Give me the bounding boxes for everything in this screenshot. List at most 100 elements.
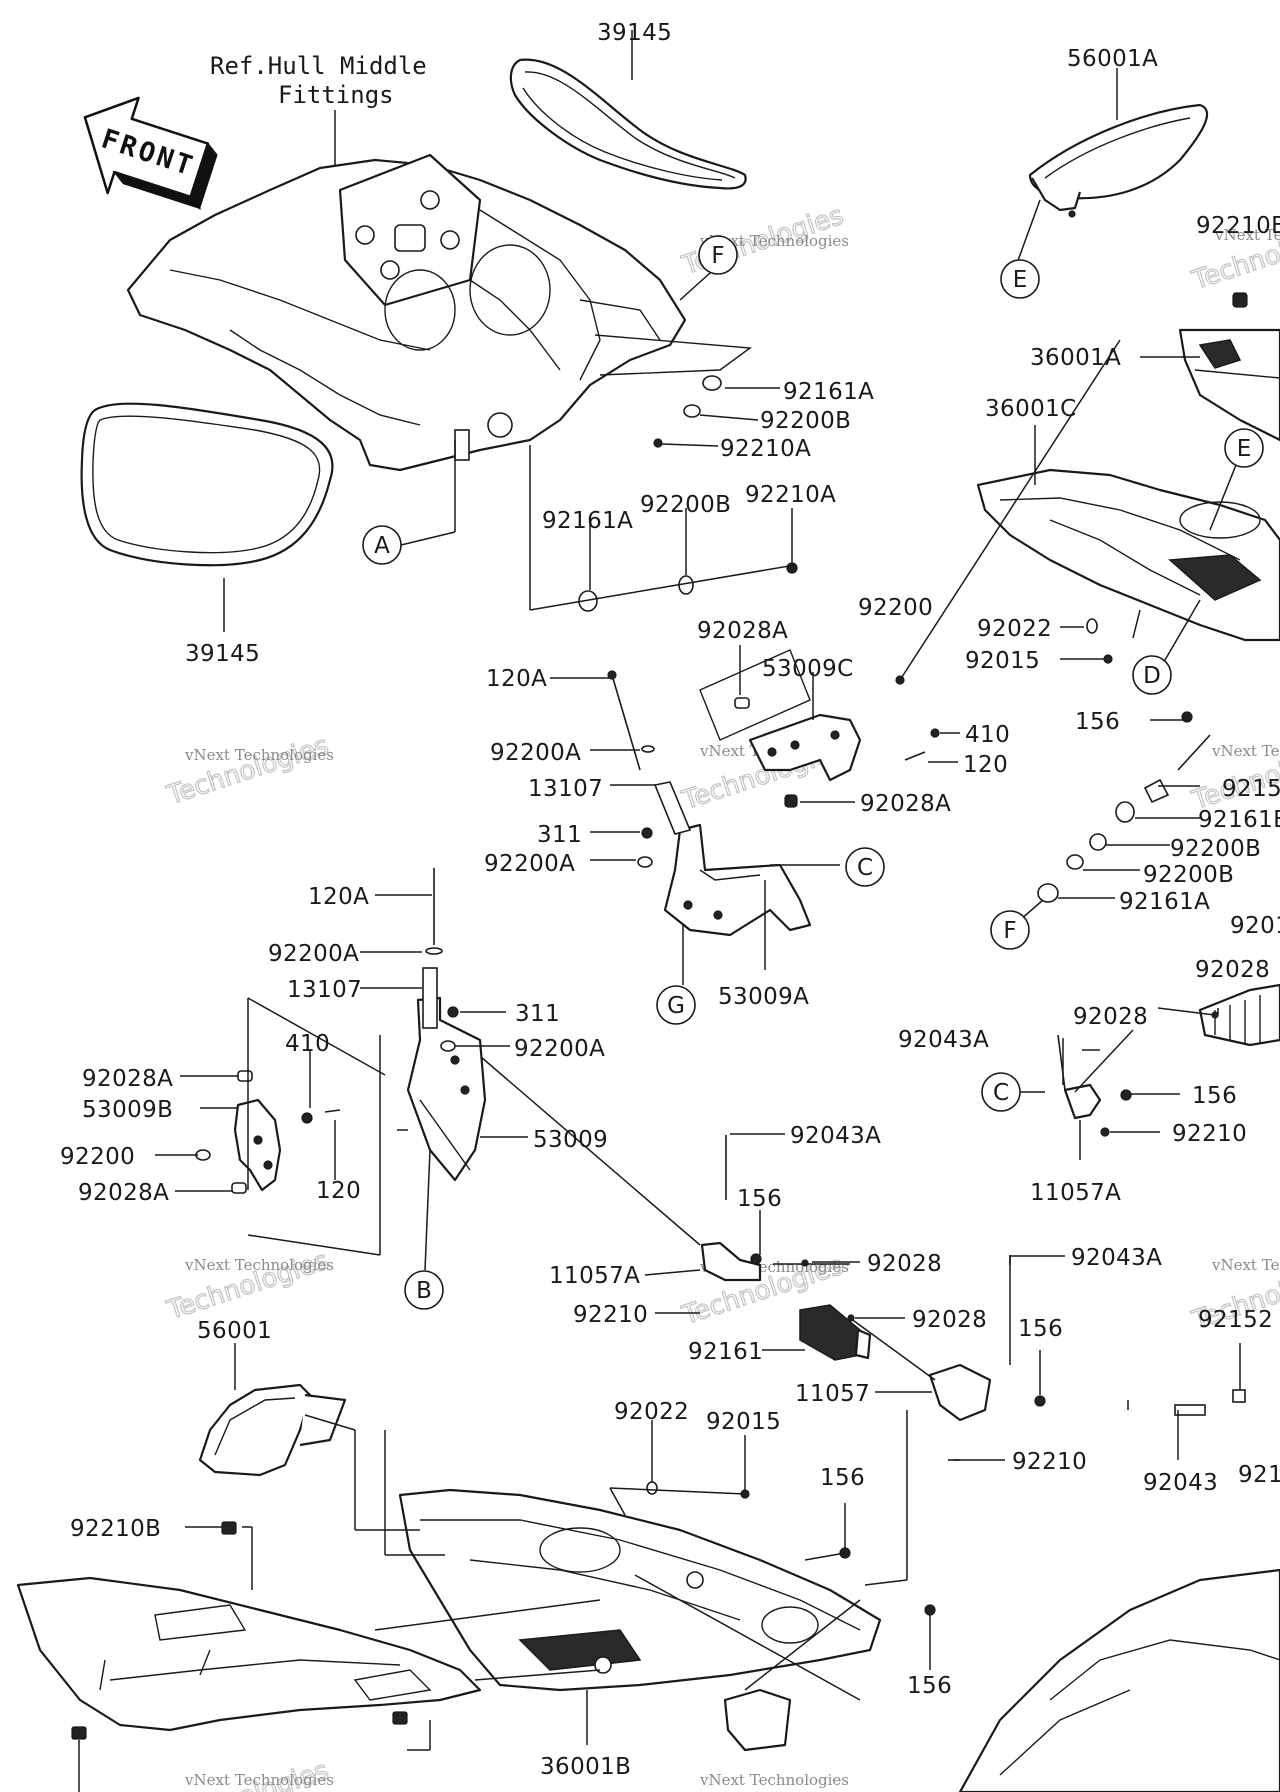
bolt-hole (440, 230, 460, 250)
part-label: 92200A (490, 740, 581, 766)
center-port (394, 224, 426, 252)
part-label: 36001A (1030, 345, 1121, 371)
clip-icon (71, 1726, 87, 1740)
part-label: 92028 (1073, 1004, 1148, 1030)
part-label: 92043A (1071, 1245, 1162, 1271)
circle-marker-E-top: E (1000, 259, 1040, 299)
grommet-icon (237, 1070, 253, 1082)
part-label: 9201 (1230, 913, 1280, 939)
part-label: 36001C (985, 396, 1077, 422)
part-label: 92028A (82, 1066, 173, 1092)
bolt-icon (750, 1253, 762, 1265)
part-label: 92200A (268, 941, 359, 967)
bolt-icon (1057, 1034, 1066, 1091)
bolt-icon (1034, 1395, 1046, 1407)
cover-56001A (1028, 103, 1209, 218)
part-label: 156 (1018, 1316, 1063, 1342)
part-label: 156 (1192, 1083, 1237, 1109)
part-label: 92210 (1172, 1121, 1247, 1147)
bolt-icon (1120, 1089, 1132, 1101)
hull-middle-cover (126, 153, 752, 472)
washer-icon (1037, 883, 1059, 903)
part-label: 311 (537, 822, 582, 848)
clip-icon (392, 1711, 408, 1725)
svg-text:E: E (1013, 267, 1028, 293)
part-label: 92028A (78, 1180, 169, 1206)
cover-36001B (398, 1488, 882, 1692)
hardware (71, 292, 1248, 1740)
part-label: 92028A (860, 791, 951, 817)
part-label: 92028 (1195, 957, 1270, 983)
leader-lines (78, 30, 1241, 1792)
sleeve-icon (653, 781, 692, 835)
part-label: 92022 (614, 1399, 689, 1425)
watermark-text: vNext Technologies (699, 1771, 849, 1789)
part-label: 92161B (1198, 807, 1280, 833)
reference-line2: Fittings (278, 81, 394, 109)
circle-marker-A: A (362, 440, 456, 565)
part-label: 56001 (197, 1318, 272, 1344)
part-label: 92161A (783, 379, 874, 405)
part-label: 39145 (185, 641, 260, 667)
washer-icon (683, 404, 701, 418)
part-label: 53009B (82, 1097, 173, 1123)
part-label: 120 (316, 1178, 361, 1204)
mount-pin (454, 429, 470, 461)
part-label: 92028 (867, 1251, 942, 1277)
bracket-53009A (663, 823, 812, 937)
clip-icon (1232, 292, 1248, 308)
svg-text:Technologies: Technologies (163, 731, 332, 811)
part-label: 92152 (1198, 1307, 1273, 1333)
part-label: 13107 (287, 977, 362, 1003)
part-label: 156 (737, 1186, 782, 1212)
part-label: 92161A (1119, 889, 1210, 915)
svg-text:F: F (1003, 918, 1016, 944)
part-label: 92200A (484, 851, 575, 877)
part-label: 11057 (795, 1381, 870, 1407)
bracket-53009B (233, 1098, 282, 1192)
part-label: 92200 (60, 1144, 135, 1170)
svg-text:E: E (1237, 436, 1252, 462)
part-label: 11057A (549, 1263, 640, 1289)
circle-marker-D: D (1132, 599, 1201, 695)
part-label: 92200B (760, 408, 851, 434)
part-label: 120 (963, 752, 1008, 778)
sleeve-icon (1143, 778, 1170, 804)
front-arrow-icon: FRONT (83, 96, 218, 210)
washer-icon (195, 1149, 211, 1161)
part-label: 120A (486, 666, 547, 692)
part-label: 921 (1238, 1462, 1280, 1488)
watermark: Technologies (162, 730, 332, 812)
deck-lower-right (958, 1568, 1280, 1792)
bolt-icon (1232, 1389, 1246, 1403)
part-label: 92043A (898, 1027, 989, 1053)
small-cover-bottom (723, 1688, 792, 1752)
part-label: 92210A (745, 482, 836, 508)
part-label: 92200 (858, 595, 933, 621)
seal-39145-left (80, 402, 334, 567)
watermark-text: vNext Technologies (184, 1771, 334, 1789)
svg-text:C: C (993, 1080, 1009, 1106)
mount-boss (487, 412, 513, 438)
nut-icon (801, 1259, 809, 1267)
watermark-text: vNext Technologies (1214, 226, 1280, 244)
circle-marker-G: G (656, 985, 696, 1025)
nut-icon (447, 1006, 459, 1018)
reference-line1: Ref.Hull Middle (210, 52, 427, 80)
mirror-56001 (198, 1383, 347, 1477)
cover-36001C (976, 468, 1280, 642)
bolt-hole (355, 225, 375, 245)
part-label: 92022 (977, 616, 1052, 642)
circle-markers: A B C C D E E (362, 235, 1264, 1310)
bracket-11057A-center (700, 1241, 762, 1282)
circle-marker-F-right: F (990, 910, 1030, 950)
part-label: 120A (308, 884, 369, 910)
washer-icon (702, 375, 722, 391)
washer-icon (641, 745, 655, 753)
part-label: 92210 (573, 1302, 648, 1328)
sleeve-icon (422, 967, 438, 1029)
part-label: 92200B (640, 492, 731, 518)
nut-icon (641, 827, 653, 839)
svg-text:G: G (667, 993, 685, 1019)
